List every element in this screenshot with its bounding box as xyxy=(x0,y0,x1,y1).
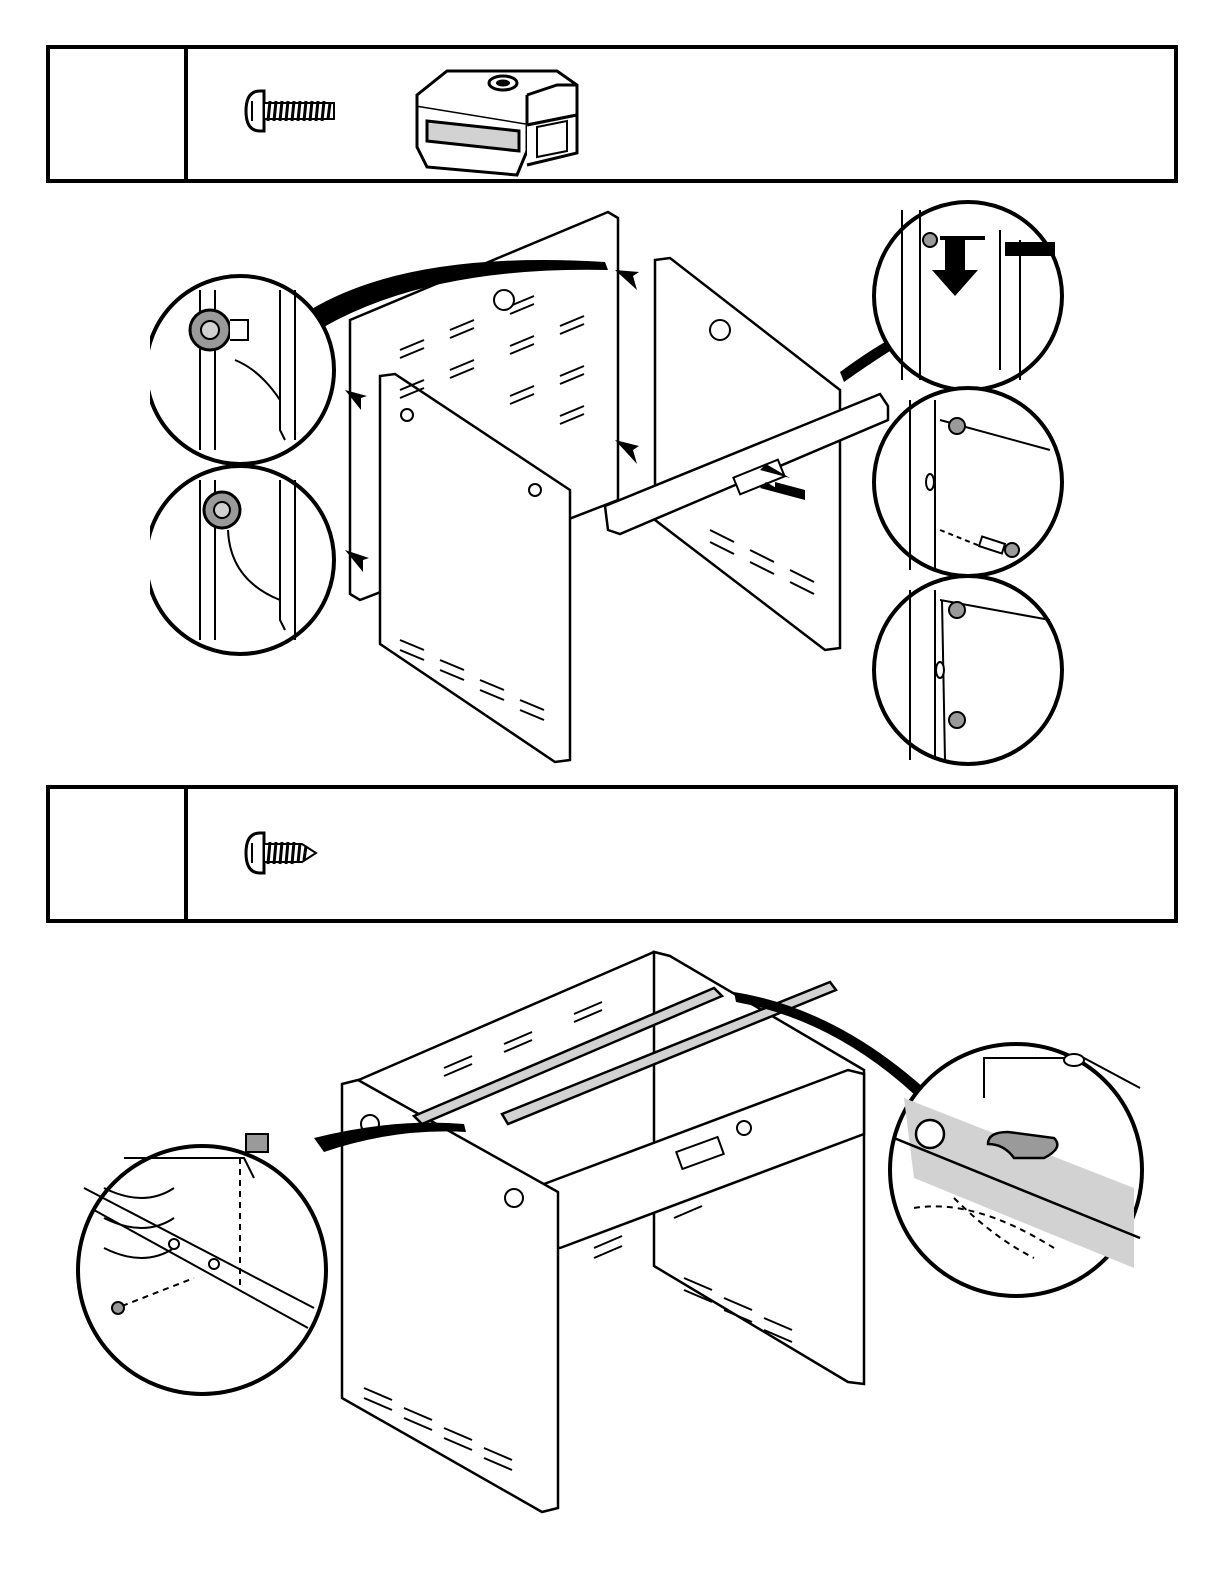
step-1-number-cell xyxy=(50,49,188,179)
detail-view-rail-screw xyxy=(78,1134,326,1394)
machine-screw-icon xyxy=(242,87,342,135)
detail-view-top-left xyxy=(150,276,334,464)
detail-view-rail-tab xyxy=(890,1044,1142,1296)
side-panel-assembly-figure xyxy=(150,200,1070,780)
step-2-number-cell xyxy=(50,789,188,919)
rail-and-frame-assembly-figure xyxy=(74,948,1154,1528)
detail-view-middle-right xyxy=(874,388,1062,576)
step-1-parts-list xyxy=(192,49,1174,179)
cage-nut-clip-icon xyxy=(407,55,587,183)
sheet-metal-screw-icon xyxy=(242,829,322,877)
step-1-parts-box xyxy=(46,45,1178,183)
detail-view-top-right xyxy=(874,202,1062,390)
detail-view-bottom-right xyxy=(874,576,1062,764)
step-2-parts-list xyxy=(192,789,1174,919)
detail-view-bottom-left xyxy=(150,466,334,654)
step-2-parts-box xyxy=(46,785,1178,923)
